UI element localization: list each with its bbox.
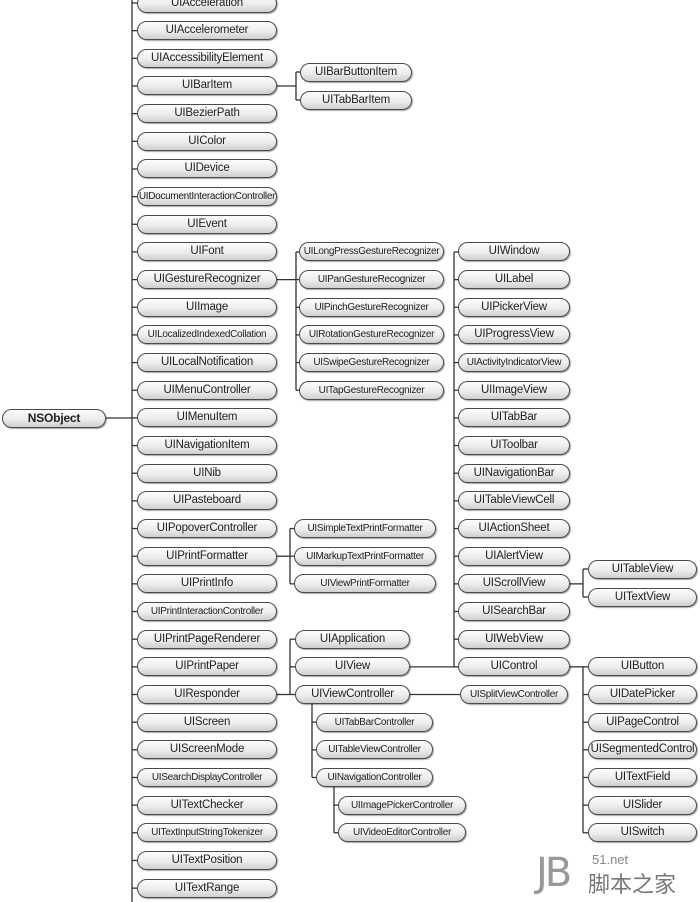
class-node-uiview-children-14: UIWebView xyxy=(458,629,570,649)
class-node-nsobject-children-10: UIGestureRecognizer xyxy=(137,270,277,290)
class-node-nsobject-children-27: UIScreenMode xyxy=(137,740,277,760)
class-node-nsobject-children-25: UIResponder xyxy=(137,685,277,704)
class-node-uicontrol-children-0: UIButton xyxy=(588,657,697,677)
watermark-logo: JB 51.net 脚本之家 xyxy=(530,850,700,898)
class-node-nsobject-children-20: UIPrintFormatter xyxy=(137,546,277,566)
class-node-uiview-children-0: UIWindow xyxy=(458,242,570,262)
watermark-name: 脚本之家 xyxy=(588,872,677,897)
class-node-nsobject-children-26: UIScreen xyxy=(137,712,277,732)
class-node-nsobject-children-23: UIPrintPageRenderer xyxy=(137,629,277,649)
class-node-nsobject-children-21: UIPrintInfo xyxy=(137,574,277,594)
class-node-nsobject-children-29: UITextChecker xyxy=(137,795,277,815)
class-node-nsobject-children-22: UIPrintInteractionController xyxy=(137,602,277,622)
class-node-uiviewcontroller-children-0: UISplitViewController xyxy=(460,685,568,704)
class-node-uiview-children-3: UIProgressView xyxy=(458,325,570,345)
class-node-nsobject-children-5: UIColor xyxy=(137,131,277,151)
class-node-nsobject-children-1: UIAccelerometer xyxy=(137,21,277,41)
class-node-uiview-children-10: UIActionSheet xyxy=(458,519,570,539)
class-node-uiscrollview-children-1: UITextView xyxy=(588,587,697,607)
class-node-uicontrol-children-2: UIPageControl xyxy=(588,712,697,732)
class-node-nsobject-children-32: UITextRange xyxy=(137,878,277,898)
class-node-uiviewcontroller-children-3: UINavigationController xyxy=(316,767,433,787)
class-node-uiview-children-2: UIPickerView xyxy=(458,297,570,317)
class-node-nsobject-children-4: UIBezierPath xyxy=(137,104,277,124)
class-node-uiviewcontroller-children-2: UITableViewController xyxy=(316,740,433,760)
class-node-uiview-children-5: UIImageView xyxy=(458,380,570,400)
class-node-nsobject-children-13: UILocalNotification xyxy=(137,353,277,373)
class-node-uicontrol-children-5: UISlider xyxy=(588,795,697,815)
class-node-nsobject-children-12: UILocalizedIndexedCollation xyxy=(137,325,277,345)
class-node-nsobject-children-18: UIPasteboard xyxy=(137,491,277,511)
class-node-root: NSObject xyxy=(2,408,106,428)
class-node-uiprintformatter-children-0: UISimpleTextPrintFormatter xyxy=(294,519,436,539)
class-node-uiview-children-1: UILabel xyxy=(458,270,570,290)
class-node-nsobject-children-8: UIEvent xyxy=(137,214,277,234)
class-node-nsobject-children-28: UISearchDisplayController xyxy=(137,767,277,787)
class-node-nsobject-children-17: UINib xyxy=(137,463,277,483)
class-node-nsobject-children-24: UIPrintPaper xyxy=(137,657,277,677)
class-node-nsobject-children-2: UIAccessibilityElement xyxy=(137,48,277,68)
class-node-uicontrol-children-4: UITextField xyxy=(588,767,697,787)
class-node-uigesturerecognizer-children-3: UIRotationGestureRecognizer xyxy=(299,325,444,345)
class-node-uicontrol-children-3: UISegmentedControl xyxy=(588,740,697,760)
class-node-uiscrollview-children-0: UITableView xyxy=(588,559,697,579)
class-node-uiprintformatter-children-2: UIViewPrintFormatter xyxy=(294,574,436,594)
class-node-nsobject-children-16: UINavigationItem xyxy=(137,436,277,456)
class-node-nsobject-children-14: UIMenuController xyxy=(137,380,277,400)
class-node-uicontrol-children-6: UISwitch xyxy=(588,823,697,843)
class-node-nsobject-children-15: UIMenuItem xyxy=(137,408,277,428)
class-node-nsobject-children-19: UIPopoverController xyxy=(137,519,277,539)
class-node-uinavigationcontroller-children-1: UIVideoEditorController xyxy=(338,823,466,843)
class-node-uiview-children-11: UIAlertView xyxy=(458,546,570,566)
class-node-uinavigationcontroller-children-0: UIImagePickerController xyxy=(338,795,466,815)
class-node-uiview-children-13: UISearchBar xyxy=(458,602,570,622)
class-node-nsobject-children-9: UIFont xyxy=(137,242,277,262)
watermark-domain: 51.net xyxy=(592,852,629,867)
class-node-uiview-children-9: UITableViewCell xyxy=(458,491,570,511)
class-node-uibaritem-children-0: UIBarButtonItem xyxy=(300,62,412,82)
class-node-uigesturerecognizer-children-0: UILongPressGestureRecognizer xyxy=(299,242,444,262)
class-node-uiprintformatter-children-1: UIMarkupTextPrintFormatter xyxy=(294,546,436,566)
class-node-uibaritem-children-1: UITabBarItem xyxy=(300,90,412,110)
class-node-uigesturerecognizer-children-4: UISwipeGestureRecognizer xyxy=(299,353,444,373)
class-node-nsobject-children-0: UIAcceleration xyxy=(137,0,277,13)
class-node-uigesturerecognizer-children-2: UIPinchGestureRecognizer xyxy=(299,297,444,317)
class-node-nsobject-children-3: UIBarItem xyxy=(137,76,277,96)
class-node-nsobject-children-30: UITextInputStringTokenizer xyxy=(137,823,277,843)
class-node-uiresponder-children-0: UIApplication xyxy=(295,629,410,649)
class-node-uigesturerecognizer-children-5: UITapGestureRecognizer xyxy=(299,380,444,400)
class-node-uiview-children-12: UIScrollView xyxy=(458,574,570,594)
class-node-uigesturerecognizer-children-1: UIPanGestureRecognizer xyxy=(299,270,444,290)
class-node-uicontrol-children-1: UIDatePicker xyxy=(588,685,697,704)
class-node-uiview-children-8: UINavigationBar xyxy=(458,463,570,483)
class-node-nsobject-children-7: UIDocumentInteractionController xyxy=(137,187,277,207)
class-node-nsobject-children-11: UIImage xyxy=(137,297,277,317)
watermark-jb: JB xyxy=(536,850,572,896)
class-node-uiresponder-children-1: UIView xyxy=(295,657,410,677)
class-node-uiresponder-children-2: UIViewController xyxy=(295,685,410,704)
class-node-uiview-children-6: UITabBar xyxy=(458,408,570,428)
class-node-uiview-children-7: UIToolbar xyxy=(458,436,570,456)
class-node-uiview-children-15: UIControl xyxy=(458,657,570,677)
class-node-uiviewcontroller-children-1: UITabBarController xyxy=(316,712,433,732)
class-node-nsobject-children-6: UIDevice xyxy=(137,159,277,179)
class-node-nsobject-children-31: UITextPosition xyxy=(137,850,277,870)
class-node-uiview-children-4: UIActivityIndicatorView xyxy=(458,353,570,373)
